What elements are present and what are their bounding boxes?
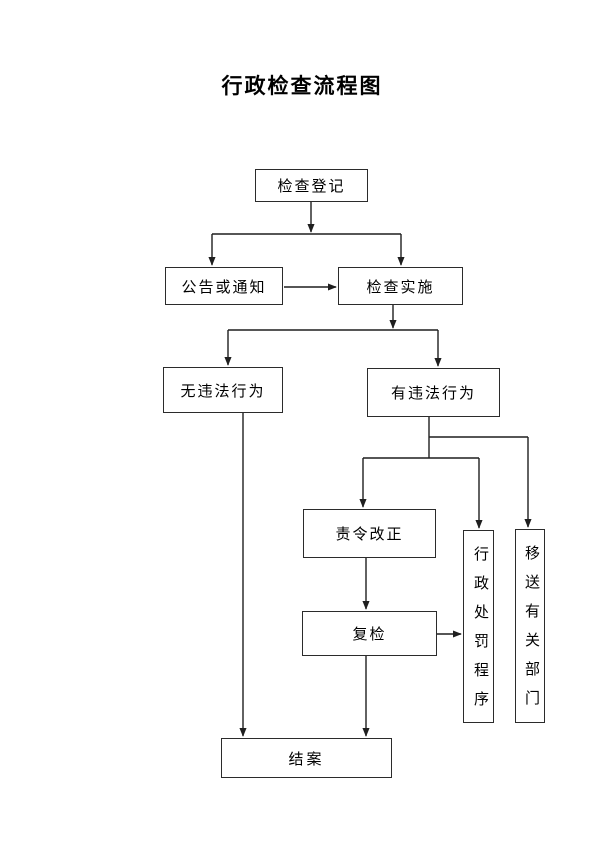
node-no-violation: 无违法行为: [163, 367, 283, 413]
node-order-correction: 责令改正: [303, 509, 436, 558]
node-inspection-register: 检查登记: [255, 169, 368, 202]
node-announcement-or-notice: 公告或通知: [165, 267, 283, 305]
page-title: 行政检查流程图: [221, 75, 383, 98]
node-violation-found: 有违法行为: [367, 368, 500, 417]
node-inspection-implementation: 检查实施: [338, 267, 463, 305]
node-transfer-relevant-department: 移送有关部门: [515, 529, 545, 723]
node-close-case: 结案: [221, 738, 392, 778]
node-recheck: 复检: [302, 611, 437, 656]
node-admin-punishment-procedure: 行政处罚程序: [463, 530, 494, 723]
